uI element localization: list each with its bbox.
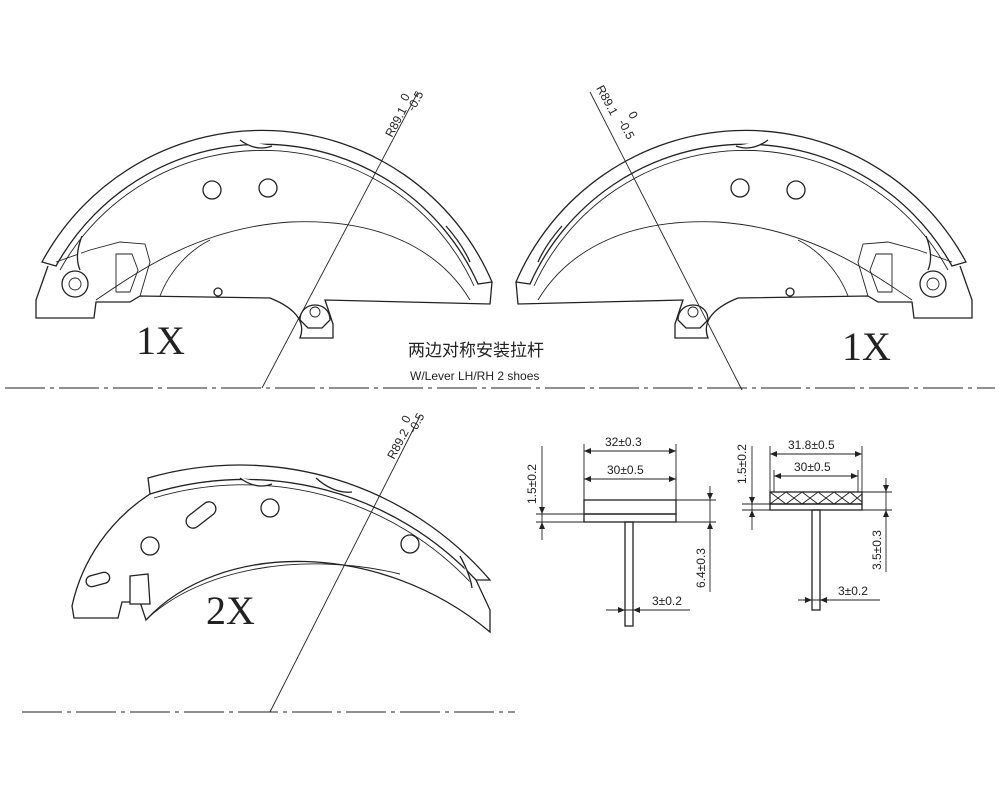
shoe-web [515, 265, 973, 339]
radius-label-3: R89.2 [384, 426, 412, 461]
radius-label-2: R89.1 [593, 83, 621, 118]
dim-total-height-1: 6.4±0.3 [694, 548, 708, 588]
web-hole [785, 287, 795, 297]
shoe-lining [515, 129, 967, 285]
dim-lining-width-2: 31.8±0.5 [788, 438, 835, 452]
web-section [624, 521, 634, 627]
section-bonded [536, 444, 716, 627]
note-english: W/Lever LH/RH 2 shoes [410, 369, 539, 383]
dim-web-thickness-1: 3±0.2 [652, 594, 682, 608]
brake-shoe-lh [35, 91, 493, 389]
web-hole [140, 536, 160, 556]
pivot-hole [919, 270, 947, 298]
web-hole [786, 180, 806, 200]
shoe-lever [55, 241, 151, 297]
quantity-label-1: 1X [136, 318, 185, 363]
radius-leader [269, 415, 421, 713]
web-slot [185, 501, 217, 529]
web-hole [260, 498, 280, 518]
note-chinese: 两边对称安装拉杆 [408, 341, 544, 361]
table-section [769, 503, 863, 511]
svg-text:-0.5: -0.5 [405, 410, 427, 435]
svg-text:-0.5: -0.5 [404, 88, 426, 113]
dim-lining-width-1: 32±0.3 [605, 435, 642, 449]
web-hole [213, 287, 223, 297]
lining-section [583, 499, 677, 515]
dim-lining-thickness-2: 1.5±0.2 [735, 444, 749, 484]
table-section [583, 513, 677, 523]
shoe-lever [857, 241, 953, 297]
radius-label-1: R89.1 [382, 104, 410, 139]
brake-shoe-rh [515, 129, 973, 339]
shoe-web [35, 265, 493, 339]
web-hole [400, 534, 420, 554]
brake-shoe-standard [71, 415, 492, 713]
pivot-hole [61, 270, 89, 298]
svg-text:-0.5: -0.5 [615, 117, 637, 142]
dim-lining-thickness-1: 1.5±0.2 [525, 464, 539, 504]
section-riveted [742, 446, 892, 611]
web-hole [202, 180, 222, 200]
web-hole [258, 178, 278, 198]
dim-web-thickness-2: 3±0.2 [838, 584, 868, 598]
web-slot [85, 571, 111, 588]
web-hole [730, 178, 750, 198]
shoe-lining [41, 129, 493, 285]
radius-leader [261, 91, 419, 389]
quantity-label-2: 1X [842, 324, 891, 369]
dim-total-height-2: 3.5±0.3 [870, 530, 884, 570]
shoe-web [71, 493, 491, 634]
quantity-label-3: 2X [206, 588, 255, 633]
web-section [811, 509, 821, 611]
radius-leader [589, 91, 743, 391]
dim-table-width-2: 30±0.5 [794, 460, 831, 474]
dim-table-width-1: 30±0.5 [607, 463, 644, 477]
